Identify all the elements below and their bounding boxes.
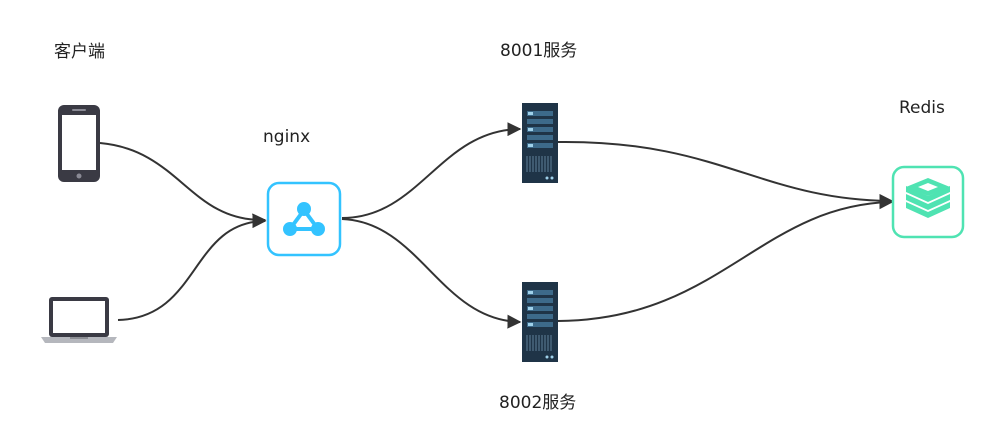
mobile-phone-icon [58,105,100,182]
service-8001-label: 8001服务 [500,41,577,61]
edge-nginx-to-8001 [341,122,522,219]
service-8002-label: 8002服务 [499,393,576,413]
edges [99,122,894,329]
laptop-icon [41,297,117,343]
redis-icon [891,165,965,239]
server-8001-icon [522,103,558,183]
nginx-icon [266,181,342,257]
edge-8001-to-redis [557,140,894,208]
server-8002-icon [522,282,558,362]
nginx-label: nginx [263,127,310,147]
edge-8002-to-redis [557,195,894,322]
edge-nginx-to-8002 [341,218,522,329]
redis-label: Redis [899,98,945,118]
client-label: 客户端 [54,42,105,62]
edge-mobile-to-nginx [99,142,267,228]
edge-laptop-to-nginx [117,214,267,321]
